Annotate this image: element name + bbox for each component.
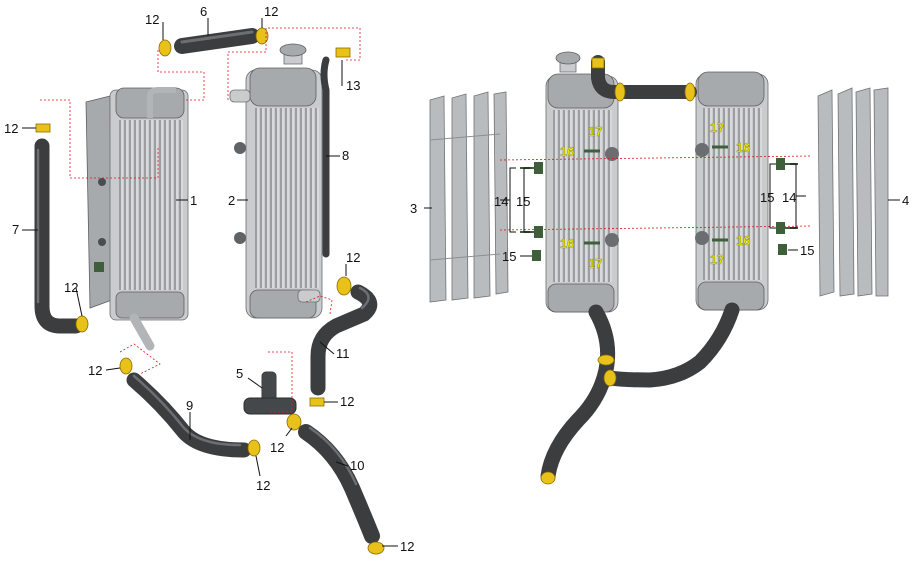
assembly-guides-left [40,27,361,413]
grommet [778,244,787,255]
callout-14: 14 [494,194,508,209]
hoses-right [540,55,740,485]
clamps-left [35,27,385,555]
radiator-2-mount-lower [234,232,246,244]
hose-clamp [35,123,51,133]
callout-12: 12 [88,363,102,378]
radiator-1-mount-hole-lower [98,238,106,246]
callout-11: 11 [336,346,350,361]
callout-12: 12 [270,440,284,455]
callout-6: 6 [200,4,207,19]
callout-12: 12 [400,539,414,554]
callout-16: 16 [736,140,750,155]
hose-11 [310,284,378,396]
callout-16: 16 [560,144,574,159]
callout-9: 9 [186,398,193,413]
hose-8 [320,56,330,258]
callout-7: 7 [12,222,19,237]
callout-12: 12 [256,478,270,493]
hose-clamp [367,541,385,555]
callout-12: 12 [4,121,18,136]
guard-3 [429,91,509,303]
callout-17: 17 [588,124,602,139]
callout-5: 5 [236,366,243,381]
radiator-1-upper-neck [147,87,176,118]
hose-6 [174,28,260,54]
callout-13: 13 [346,78,360,93]
callout-labels: 12 6 12 13 12 8 1 2 7 12 12 11 12 5 12 9… [4,4,909,554]
grommet [532,250,541,261]
radiator-cap [279,43,307,57]
hose-clamp [247,439,261,457]
radiator-1-mount-grommet [94,262,104,272]
radiator-1-mount-hole [98,178,106,186]
grommet [534,226,543,238]
callout-16: 16 [560,236,574,251]
callout-12: 12 [145,12,159,27]
callout-4: 4 [902,193,909,208]
radiator-2-mount-upper [234,142,246,154]
hose-clamp [75,315,89,333]
grommet [776,158,785,170]
fasteners-right [520,145,798,261]
callout-15: 15 [516,194,530,209]
hose-clamp [335,47,351,58]
callout-17: 17 [710,120,724,135]
callout-17: 17 [710,252,724,267]
callout-15: 15 [800,243,814,258]
grommet [776,222,785,234]
callout-12: 12 [346,250,360,265]
callout-14: 14 [782,190,796,205]
hose-7 [34,138,84,334]
hose-clamp [309,397,325,407]
radiator-2-outlet-pipe [297,289,321,303]
radiator-2-inlet-pipe [229,89,251,103]
radiator-right-b [695,71,769,311]
radiator-1-core [119,120,183,290]
radiator-2-core [255,108,319,288]
hose-10 [298,424,380,544]
radiator-left-1 [85,87,189,351]
callout-3: 3 [410,201,417,216]
callout-12: 12 [264,4,278,19]
callout-1: 1 [190,193,197,208]
callout-12: 12 [64,280,78,295]
radiator-1-tank-bottom [115,291,185,319]
callout-12: 12 [340,394,354,409]
hose-clamp [336,276,352,296]
guard-4 [817,87,889,297]
callout-15: 15 [502,249,516,264]
hose-clamp [286,413,302,431]
callout-2: 2 [228,193,235,208]
callout-17: 17 [588,256,602,271]
radiator-2-tank-top [249,67,317,107]
radiator-right-a [545,51,619,313]
grommet [534,162,543,174]
leader-lines [22,18,900,547]
radiator-2 [229,43,323,319]
radiator-1-lower-neck [129,313,155,351]
callout-16: 16 [736,233,750,248]
callout-8: 8 [342,148,349,163]
hose-9 [126,372,252,458]
radiator-1-side-bracket [85,95,113,309]
hose-clamp [158,39,172,57]
t-joint-5 [243,371,297,415]
callout-10: 10 [350,458,364,473]
assembly-guides-right [499,155,813,231]
hose-clamp [119,357,133,375]
callout-15: 15 [760,190,774,205]
